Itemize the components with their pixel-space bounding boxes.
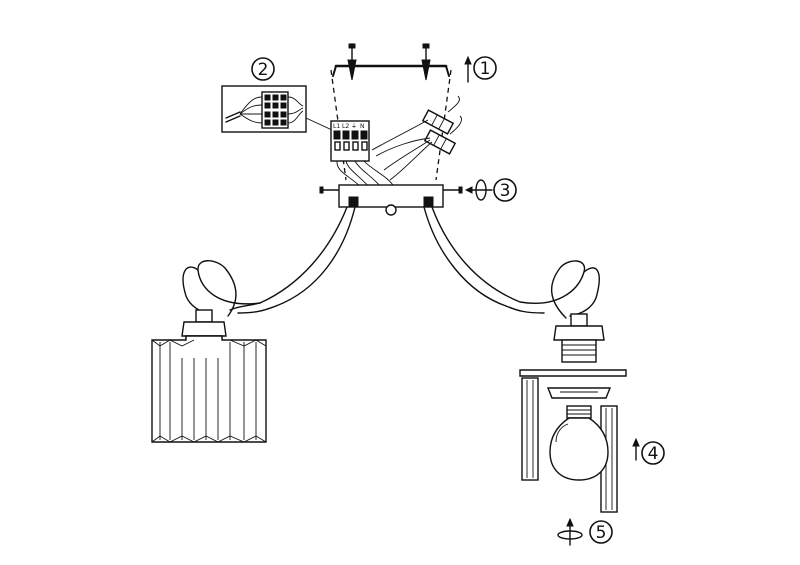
terminal-label-l2: L2 — [342, 123, 349, 130]
terminal-label-l1: L1 — [333, 123, 340, 130]
ceiling-screws — [347, 43, 431, 81]
wire-connectors — [421, 109, 457, 155]
step-5-marker: 5 — [589, 520, 613, 544]
canopy-fixing-screws — [319, 186, 463, 194]
step-2-number: 2 — [258, 60, 269, 80]
left-arm — [182, 206, 356, 317]
step-3-marker: 3 — [493, 178, 517, 202]
terminal-block-inset-slots — [264, 94, 287, 126]
left-glass-shade — [151, 335, 267, 443]
light-bulb — [549, 405, 609, 481]
step-5-number: 5 — [596, 523, 607, 543]
mounting-bracket — [332, 64, 450, 77]
step-1-number: 1 — [480, 59, 491, 79]
wiring-detail-inset — [221, 85, 307, 133]
right-arm — [423, 206, 600, 319]
canopy-plate — [338, 184, 444, 216]
shade-ring-nut — [546, 387, 612, 399]
step-1-arrow-icon — [464, 55, 472, 83]
step-3-rotate-icon — [464, 179, 493, 201]
terminal-label-earth: ⏚ — [351, 123, 357, 130]
step-1-marker: 1 — [473, 56, 497, 80]
terminal-label-n: N — [360, 123, 365, 130]
shade-top-plate — [519, 369, 627, 377]
inset-leader-line — [305, 117, 333, 131]
step-3-number: 3 — [500, 181, 511, 201]
step-2-marker: 2 — [251, 57, 275, 81]
terminal-block: L1 L2 ⏚ N — [330, 120, 370, 162]
step-4-arrow-icon — [632, 437, 640, 461]
shade-glass-bar-left — [521, 377, 539, 481]
step-5-rotate-icon — [557, 517, 583, 546]
step-4-marker: 4 — [641, 441, 665, 465]
step-4-number: 4 — [648, 444, 659, 464]
right-lamp-holder — [553, 313, 605, 363]
